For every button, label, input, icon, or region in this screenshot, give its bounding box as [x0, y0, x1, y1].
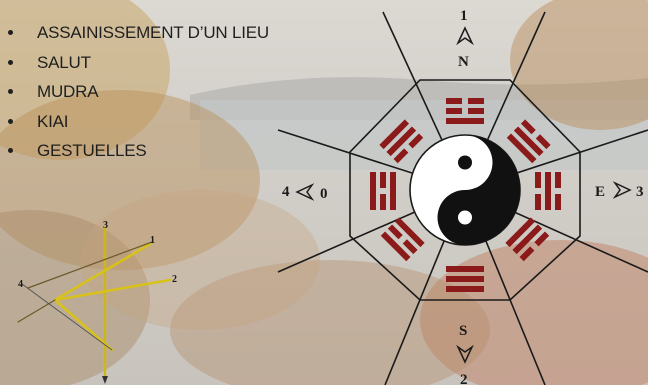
west-arrow-icon [297, 185, 312, 199]
east-number: 3 [636, 184, 644, 200]
north-number: 1 [460, 8, 468, 24]
west-letter: 0 [320, 186, 328, 202]
south-letter: S [459, 323, 467, 339]
north-letter: N [458, 54, 469, 70]
west-number: 4 [282, 184, 290, 200]
east-letter: E [595, 184, 605, 200]
trigram-south [446, 266, 484, 292]
north-arrow-icon [458, 28, 472, 43]
south-number: 2 [460, 372, 468, 385]
east-arrow-icon [615, 183, 630, 197]
south-arrow-icon [458, 347, 472, 362]
